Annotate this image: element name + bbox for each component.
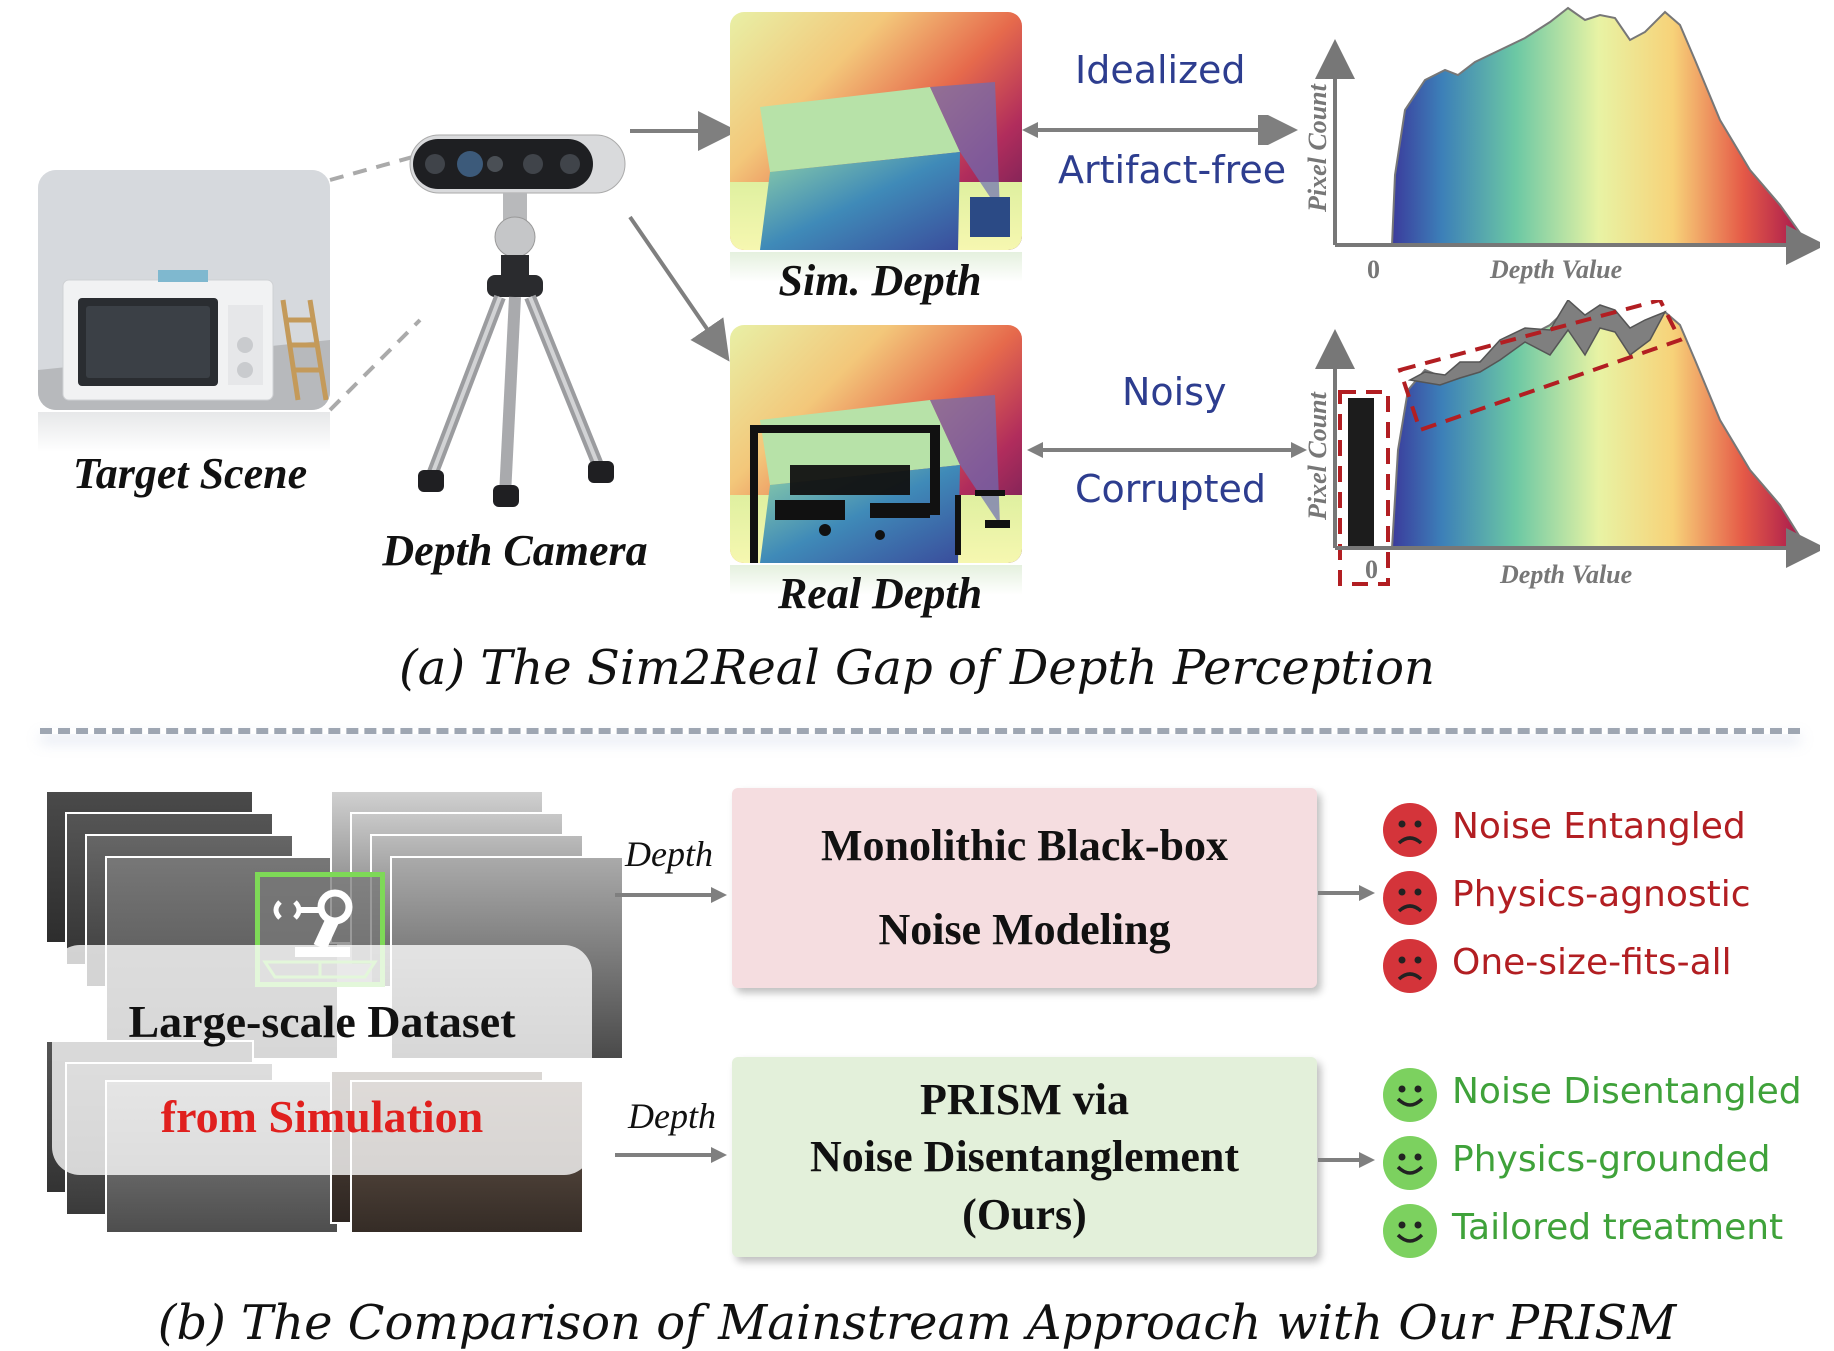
positive-outcome-3: Tailored treatment [1452,1207,1784,1248]
sim-depth-image [730,12,1022,250]
prism-line-3: (Ours) [962,1189,1087,1239]
real-depth-label: Real Depth [777,569,983,618]
monolithic-line-2: Noise Modeling [878,905,1171,954]
caption-a: (a) The Sim2Real Gap of Depth Perception [399,640,1435,696]
mono-outcome-arrow [1318,885,1375,901]
happy-face-icon [1383,1136,1437,1190]
real-depth-histogram: Pixel Count Depth Value 0 [1303,300,1820,589]
real-hist-ylabel: Pixel Count [1303,391,1332,521]
depth-label-bottom: Depth [628,1096,716,1136]
sim-depth-label: Sim. Depth [778,256,982,305]
dataset-title: Large-scale Dataset [128,996,516,1047]
real-hist-xlabel: Depth Value [1499,560,1632,589]
prism-line-1: PRISM via [920,1075,1129,1125]
real-prop-corrupted: Corrupted [1075,467,1266,511]
sim-depth-histogram: Pixel Count Depth Value 0 [1303,6,1820,284]
depth-label-top: Depth [625,834,713,874]
sim-depth-reflection [730,252,1022,282]
positive-outcome-1: Noise Disentangled [1452,1071,1802,1112]
scene-camera-dashes [328,153,422,412]
prism-line-2: Noise Disentanglement [810,1132,1239,1182]
target-scene-label: Target Scene [72,449,308,498]
sim-prop-artifact-free: Artifact-free [1058,148,1287,192]
dataset-subtitle: from Simulation [160,1091,484,1142]
depth-camera-icon [409,134,626,507]
prism-box: PRISM via Noise Disentanglement (Ours) [732,1057,1317,1257]
sim-double-arrow [1022,115,1298,145]
depth-camera-label: Depth Camera [382,526,648,575]
sim-hist-ylabel: Pixel Count [1303,83,1332,213]
sad-face-icon [1383,939,1437,993]
target-scene-image [38,170,330,410]
camera-to-depth-arrows [628,111,738,362]
happy-face-icon [1383,1204,1437,1258]
sim-prop-idealized: Idealized [1075,48,1246,92]
real-depth-reflection [730,565,1022,595]
monolithic-line-1: Monolithic Black-box [820,821,1229,871]
real-prop-noisy: Noisy [1122,370,1227,414]
sim-hist-zero: 0 [1367,255,1380,284]
sad-face-icon [1383,871,1437,925]
depth-arrow-bottom [615,1147,727,1163]
negative-outcome-1: Noise Entangled [1452,806,1746,847]
negative-outcome-2: Physics-agnostic [1452,874,1751,915]
section-divider [40,728,1800,734]
depth-arrow-top [615,887,727,903]
prism-outcome-arrow [1318,1152,1375,1168]
real-hist-zero: 0 [1365,555,1378,584]
dataset-overlay [52,945,592,1175]
caption-b: (b) The Comparison of Mainstream Approac… [157,1295,1677,1351]
real-double-arrow [1027,442,1307,458]
happy-face-icon [1383,1068,1437,1122]
target-scene-reflection [38,412,330,452]
sim-hist-xlabel: Depth Value [1489,255,1622,284]
sad-face-icon [1383,803,1437,857]
positive-outcome-2: Physics-grounded [1452,1139,1771,1180]
negative-outcome-3: One-size-fits-all [1452,942,1732,983]
real-depth-image [730,325,1022,563]
monolithic-noise-box: Monolithic Black-box Noise Modeling [732,788,1317,988]
